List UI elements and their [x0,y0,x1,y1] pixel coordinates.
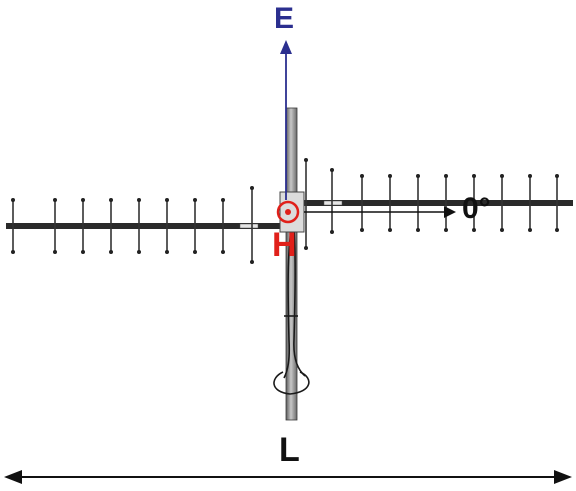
element-tip-left-5-0 [165,198,169,202]
element-tip-right-5-0 [472,174,476,178]
element-tip-right-8-0 [555,174,559,178]
element-tip-left-6-0 [193,198,197,202]
element-tip-left-3-1 [109,250,113,254]
element-tip-right-0-1 [330,230,334,234]
element-tip-right-8-1 [555,228,559,232]
length-label: L [279,431,300,469]
element-tip-right-5-1 [472,228,476,232]
element-tip-right-0-0 [330,168,334,172]
h-field-label: H [272,226,297,264]
coax-cable [273,229,310,395]
element-tip-left-5-1 [165,250,169,254]
boom-direction-arrow [304,206,456,218]
element-tip-left-1-1 [53,250,57,254]
element-tip-left-6-1 [193,250,197,254]
element-tip-left-4-1 [137,250,141,254]
antenna-elements [11,158,559,264]
element-tip-left-2-1 [81,250,85,254]
element-tip-right-4-1 [444,228,448,232]
element-tip-right-3-1 [416,228,420,232]
element-tip-left-7-0 [221,198,225,202]
element-tip-left-0-1 [11,250,15,254]
element-tip-right-1-0 [360,174,364,178]
element-tip-right-2-0 [388,174,392,178]
element-tip-right-6-1 [500,228,504,232]
element-tip-right-7-0 [528,174,532,178]
element-tip-right-9-0 [304,158,308,162]
e-field-label: E [274,2,295,35]
element-tip-left-2-0 [81,198,85,202]
mast [285,107,298,421]
element-tip-right-4-0 [444,174,448,178]
e-field-arrow [280,40,292,200]
mount-clamp [276,191,305,233]
antenna-boom [6,200,573,229]
length-dimension-arrow [4,470,572,484]
element-tip-left-7-1 [221,250,225,254]
element-tip-left-1-0 [53,198,57,202]
element-tip-right-6-0 [500,174,504,178]
element-tip-right-3-0 [416,174,420,178]
element-tip-left-4-0 [137,198,141,202]
element-tip-right-7-1 [528,228,532,232]
element-tip-right-9-1 [304,246,308,250]
element-tip-right-2-1 [388,228,392,232]
element-tip-left-0-0 [11,198,15,202]
element-tip-left-8-0 [250,186,254,190]
angle-label: 0° [462,192,491,225]
element-tip-left-8-1 [250,260,254,264]
element-tip-right-1-1 [360,228,364,232]
element-tip-left-3-0 [109,198,113,202]
